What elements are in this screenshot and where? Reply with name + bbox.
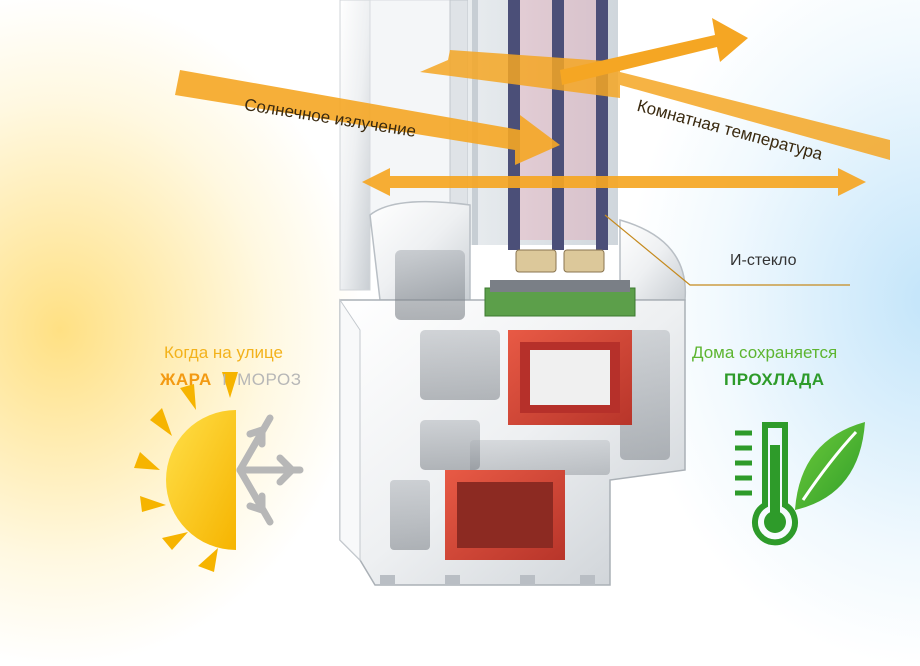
steel-reinforcement	[445, 330, 632, 560]
left-conditions: ЖАРА I МОРОЗ	[160, 370, 301, 390]
cool-label: ПРОХЛАДА	[724, 370, 825, 389]
left-caption: Когда на улице	[164, 343, 283, 362]
hot-label: ЖАРА	[160, 370, 212, 389]
cold-label: МОРОЗ	[237, 370, 302, 389]
heat-double-arrow	[362, 168, 866, 196]
snowflake-icon	[236, 414, 304, 526]
thermometer-icon	[735, 422, 798, 546]
pvc-profile	[339, 200, 687, 586]
glass-label: И-стекло	[730, 252, 797, 269]
room-temperature-arrow	[420, 50, 890, 160]
sun-icon	[134, 372, 238, 572]
separator: I	[222, 372, 227, 389]
leaf-icon	[795, 422, 865, 510]
right-caption: Дома сохраняется	[692, 343, 838, 362]
solar-radiation-arrow	[175, 70, 560, 165]
glass-label-pointer	[604, 214, 850, 286]
